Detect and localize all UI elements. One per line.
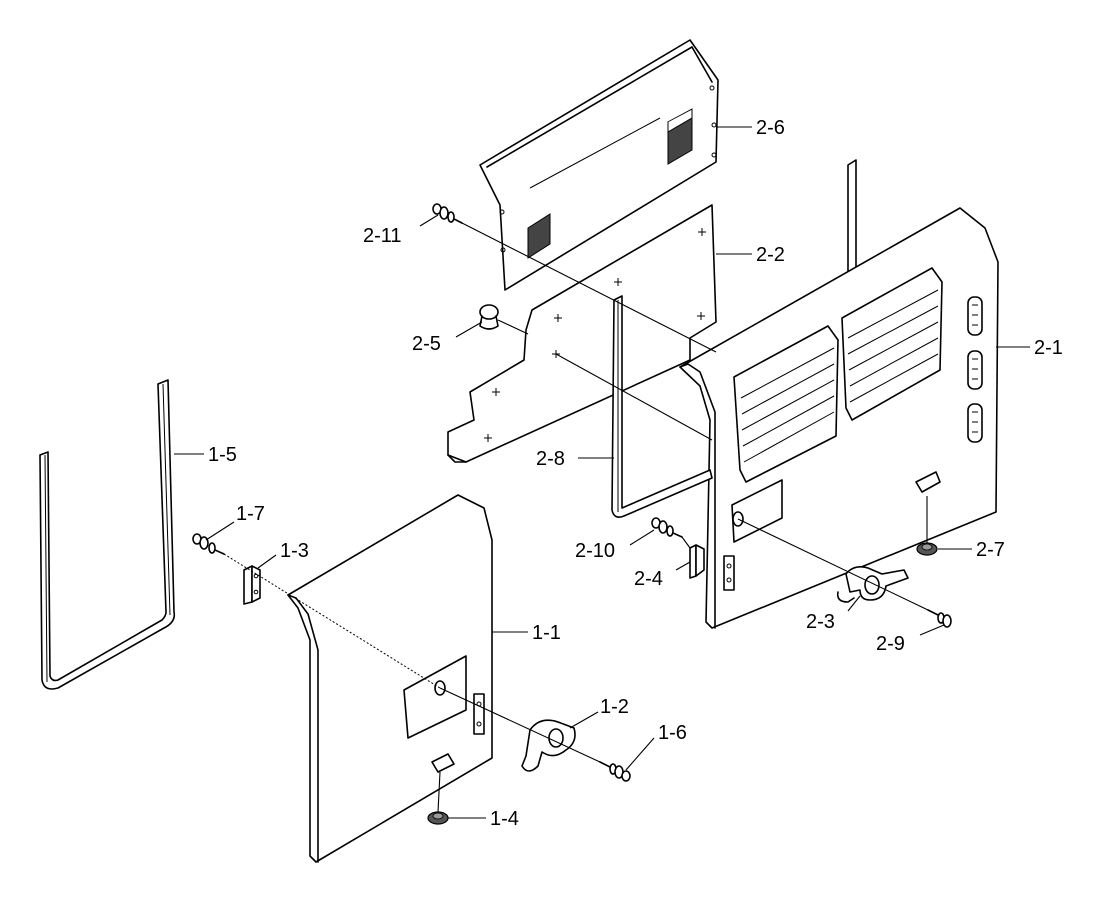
callout-1-4: 1-4 (490, 808, 519, 830)
callout-2-3: 2-3 (806, 611, 835, 633)
callout-2-11: 2-11 (363, 225, 402, 247)
part-1-1-left-panel (287, 494, 493, 863)
callout-2-1: 2-1 (1034, 337, 1063, 359)
grille-2-6-left (527, 213, 551, 259)
callout-2-4: 2-4 (634, 568, 663, 590)
callout-2-9: 2-9 (876, 633, 905, 655)
callout-2-10: 2-10 (575, 540, 615, 562)
callout-2-8: 2-8 (536, 448, 565, 470)
callout-1-2: 1-2 (600, 696, 629, 718)
part-1-6-bolt (599, 761, 631, 782)
part-2-6-top-cover (479, 39, 719, 291)
part-2-5-grommet (479, 304, 499, 330)
callout-1-3: 1-3 (280, 540, 309, 562)
callout-1-1: 1-1 (532, 622, 561, 644)
callout-leaders (174, 126, 1030, 819)
part-2-8-seal-strip (611, 295, 713, 518)
part-1-4-foot (427, 811, 449, 825)
assembly-lines (223, 222, 929, 813)
callout-1-6: 1-6 (658, 722, 687, 744)
part-2-7-foot (916, 542, 938, 556)
part-1-7-bolt (192, 533, 225, 555)
part-2-11-bolt (432, 203, 463, 224)
callout-labels: 2-6 2-11 2-2 2-5 2-1 1-5 2-8 1-7 1-3 2-1… (208, 117, 1063, 830)
part-2-2-insulation-board (447, 204, 717, 463)
part-2-9-bolt (927, 609, 952, 628)
part-2-3-latch (836, 566, 909, 603)
part-2-10-bolt (651, 517, 683, 538)
callout-2-7: 2-7 (976, 539, 1005, 561)
part-1-3-latch-bracket (243, 565, 261, 605)
part-1-5-seal-strip (39, 379, 176, 690)
part-2-4-latch-bracket (689, 544, 705, 579)
callout-2-2: 2-2 (756, 244, 785, 266)
callout-2-5: 2-5 (412, 333, 441, 355)
callout-1-5: 1-5 (208, 444, 237, 466)
grille-2-6-right (667, 117, 693, 165)
part-1-2-latch (521, 719, 576, 772)
callout-1-7: 1-7 (236, 503, 265, 525)
callout-2-6: 2-6 (756, 117, 785, 139)
part-2-1-right-panel (679, 159, 999, 629)
